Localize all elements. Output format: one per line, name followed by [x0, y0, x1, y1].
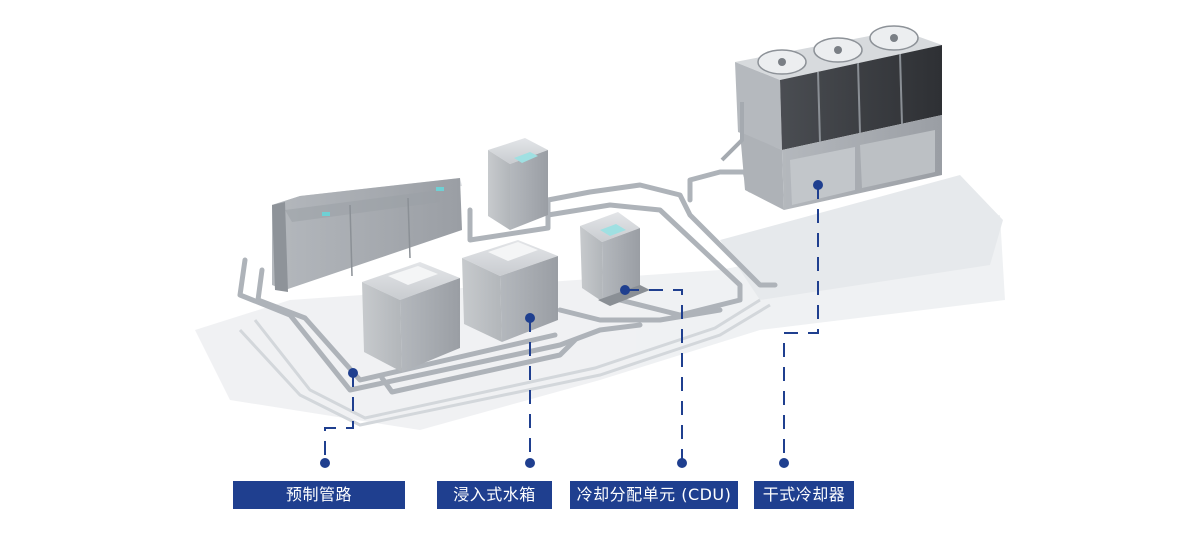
- control-cabinet: [488, 138, 548, 230]
- anchor-dots: [320, 180, 823, 468]
- dry-cooler-unit: [720, 25, 942, 210]
- immersion-tank-left: [362, 262, 460, 372]
- long-tank: [272, 178, 462, 292]
- immersion-tank-right: [462, 240, 558, 342]
- leader-lines: [324, 185, 819, 463]
- label-dry-cooler: 干式冷却器: [754, 481, 854, 509]
- floor-pipes: [238, 298, 771, 427]
- label-cdu: 冷却分配单元 (CDU): [570, 481, 738, 509]
- cdu-unit: [580, 212, 650, 306]
- label-immersion-tank: 浸入式水箱: [437, 481, 552, 509]
- pipework: [237, 169, 778, 395]
- label-pipes: 预制管路: [233, 481, 405, 509]
